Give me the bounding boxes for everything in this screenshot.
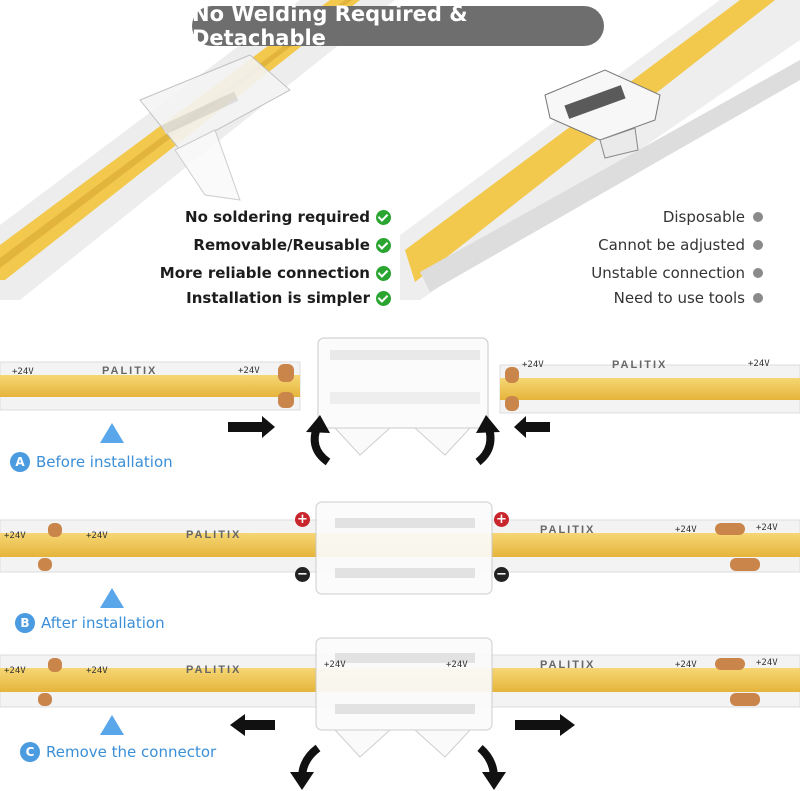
- step-a-label: A Before installation: [10, 452, 173, 472]
- strip-voltage-label: +24V: [12, 367, 34, 377]
- pro-item-1: No soldering required: [185, 208, 391, 226]
- con-item-4: Need to use tools: [614, 289, 763, 307]
- dot-icon: [753, 240, 763, 250]
- step-b-label: B After installation: [15, 613, 165, 633]
- dot-icon: [753, 293, 763, 303]
- step-a-diagram: [0, 337, 800, 466]
- top-illustration: [0, 0, 800, 300]
- step-letter-a: A: [10, 452, 30, 472]
- strip-voltage-label: +24V: [756, 658, 778, 668]
- step-b-text: After installation: [41, 614, 165, 632]
- triangle-icon: [100, 715, 124, 735]
- dot-icon: [753, 212, 763, 222]
- step-letter-b: B: [15, 613, 35, 633]
- triangle-icon: [100, 588, 124, 608]
- strip-voltage-label: +24V: [324, 660, 346, 670]
- brand-label: PALITIX: [102, 365, 158, 377]
- brand-label: PALITIX: [186, 664, 242, 676]
- pro-item-4: Installation is simpler: [186, 289, 391, 307]
- strip-voltage-label: +24V: [446, 660, 468, 670]
- strip-voltage-label: +24V: [4, 666, 26, 676]
- strip-voltage-label: +24V: [86, 531, 108, 541]
- pro-item-2: Removable/Reusable: [193, 236, 391, 254]
- minus-icon: −: [295, 567, 310, 582]
- brand-label: PALITIX: [612, 359, 668, 371]
- step-c-text: Remove the connector: [46, 743, 217, 761]
- con-item-2: Cannot be adjusted: [598, 236, 763, 254]
- dot-icon: [753, 268, 763, 278]
- check-icon: [376, 237, 391, 253]
- strip-voltage-label: +24V: [756, 523, 778, 533]
- pro-item-3: More reliable connection: [160, 264, 391, 282]
- strip-voltage-label: +24V: [238, 366, 260, 376]
- step-letter-c: C: [20, 742, 40, 762]
- strip-voltage-label: +24V: [4, 531, 26, 541]
- plus-icon: +: [295, 512, 310, 527]
- page-title: No Welding Required & Detachable: [192, 2, 604, 50]
- con-item-3: Unstable connection: [591, 264, 763, 282]
- plus-icon: +: [494, 512, 509, 527]
- brand-label: PALITIX: [186, 529, 242, 541]
- arrow-icon: [228, 416, 275, 438]
- strip-voltage-label: +24V: [86, 666, 108, 676]
- strip-voltage-label: +24V: [522, 360, 544, 370]
- brand-label: PALITIX: [540, 524, 596, 536]
- con-label-2: Cannot be adjusted: [598, 236, 745, 254]
- minus-icon: −: [494, 567, 509, 582]
- right-connector-image: [544, 69, 661, 159]
- strip-voltage-label: +24V: [675, 660, 697, 670]
- con-label-3: Unstable connection: [591, 264, 745, 282]
- con-label-1: Disposable: [662, 208, 745, 226]
- step-b-diagram: [0, 501, 800, 595]
- pro-label-3: More reliable connection: [159, 264, 370, 282]
- pro-label-1: No soldering required: [185, 208, 370, 226]
- strip-voltage-label: +24V: [748, 359, 770, 369]
- pro-label-4: Installation is simpler: [186, 289, 370, 307]
- check-icon: [376, 209, 391, 225]
- step-c-diagram: [0, 637, 800, 790]
- strip-voltage-label: +24V: [675, 525, 697, 535]
- pro-label-2: Removable/Reusable: [193, 236, 370, 254]
- left-connector-image: [139, 54, 291, 201]
- con-label-4: Need to use tools: [613, 289, 745, 307]
- triangle-icon: [100, 423, 124, 443]
- step-c-label: C Remove the connector: [20, 742, 216, 762]
- step-a-text: Before installation: [36, 453, 173, 471]
- brand-label: PALITIX: [540, 659, 596, 671]
- right-strip-image: [400, 0, 800, 300]
- check-icon: [376, 290, 391, 306]
- check-icon: [376, 265, 391, 281]
- con-item-1: Disposable: [663, 208, 763, 226]
- arrow-icon: [514, 416, 550, 438]
- steps-illustration: [0, 337, 800, 790]
